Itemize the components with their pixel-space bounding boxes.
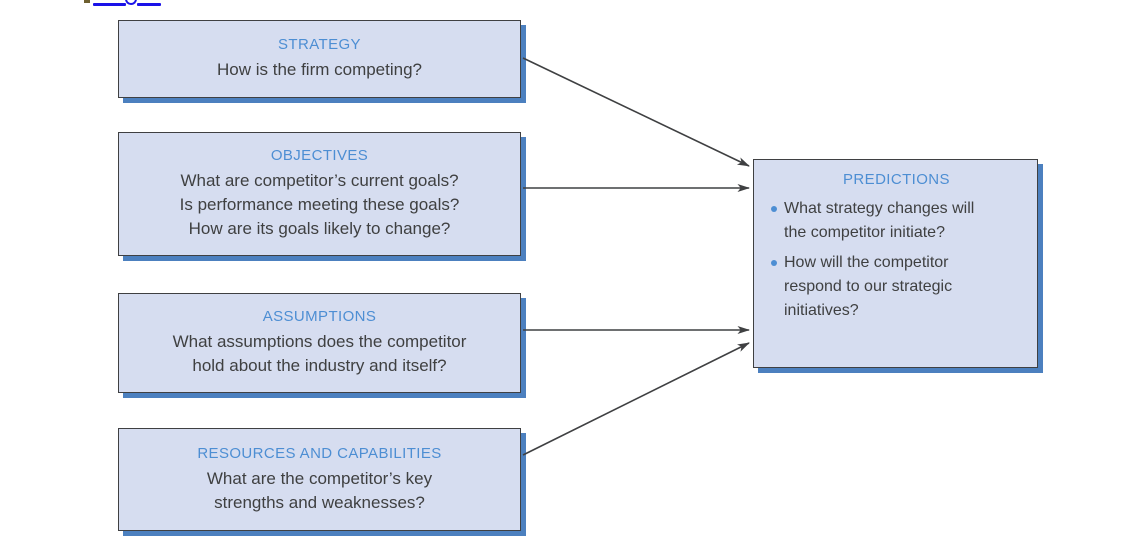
assumptions-box-title: ASSUMPTIONS [262, 308, 377, 325]
clipped-glyph-mark [84, 0, 90, 3]
resources-capabilities-box: RESOURCES AND CAPABILITIES What are the … [118, 428, 521, 531]
clipped-hyperlink-fragment[interactable] [0, 0, 200, 8]
predictions-box: PREDICTIONS What strategy changes will t… [753, 159, 1038, 368]
resources-capabilities-box-text: What are the competitor’s key [206, 468, 433, 488]
arrow-strategy-to-predictions [522, 57, 750, 167]
clipped-glyph-arc [125, 0, 137, 5]
link-underline-segment [93, 3, 126, 6]
predictions-box-title: PREDICTIONS [843, 171, 950, 188]
predictions-bullet-item: What strategy changes will the competito… [770, 197, 1023, 245]
predictions-bullet-text: How will the competitor respond to our s… [784, 254, 953, 319]
objectives-box-title: OBJECTIVES [270, 147, 369, 164]
objectives-box-text: Is performance meeting these goals? [179, 195, 460, 214]
strategy-box-text: How is the firm competing? [216, 60, 423, 79]
objectives-box-text: What are competitor’s current goals? [180, 171, 459, 190]
objectives-box: OBJECTIVES What are competitor’s current… [118, 132, 521, 256]
assumptions-box-text: What assumptions does the competitor [172, 332, 467, 351]
objectives-box-text: How are its goals likely to change? [188, 219, 451, 238]
resources-capabilities-box-title: RESOURCES AND CAPABILITIES [197, 444, 442, 462]
resources-capabilities-box-text: strengths and weaknesses? [214, 492, 425, 512]
assumptions-box-text: hold about the industry and itself? [192, 356, 447, 375]
predictions-bullet-item: How will the competitor respond to our s… [770, 251, 1023, 323]
strategy-box: STRATEGY How is the firm competing? [118, 20, 521, 98]
flow-arrows [522, 57, 750, 456]
predictions-bullet-text: What strategy changes will the competito… [784, 200, 975, 241]
bullet-dot-icon [771, 260, 777, 266]
strategy-box-title: STRATEGY [278, 36, 361, 53]
arrow-resources-to-predictions [522, 342, 750, 456]
assumptions-box: ASSUMPTIONS What assumptions does the co… [118, 293, 521, 393]
link-underline-segment [137, 3, 161, 6]
bullet-dot-icon [771, 206, 777, 212]
